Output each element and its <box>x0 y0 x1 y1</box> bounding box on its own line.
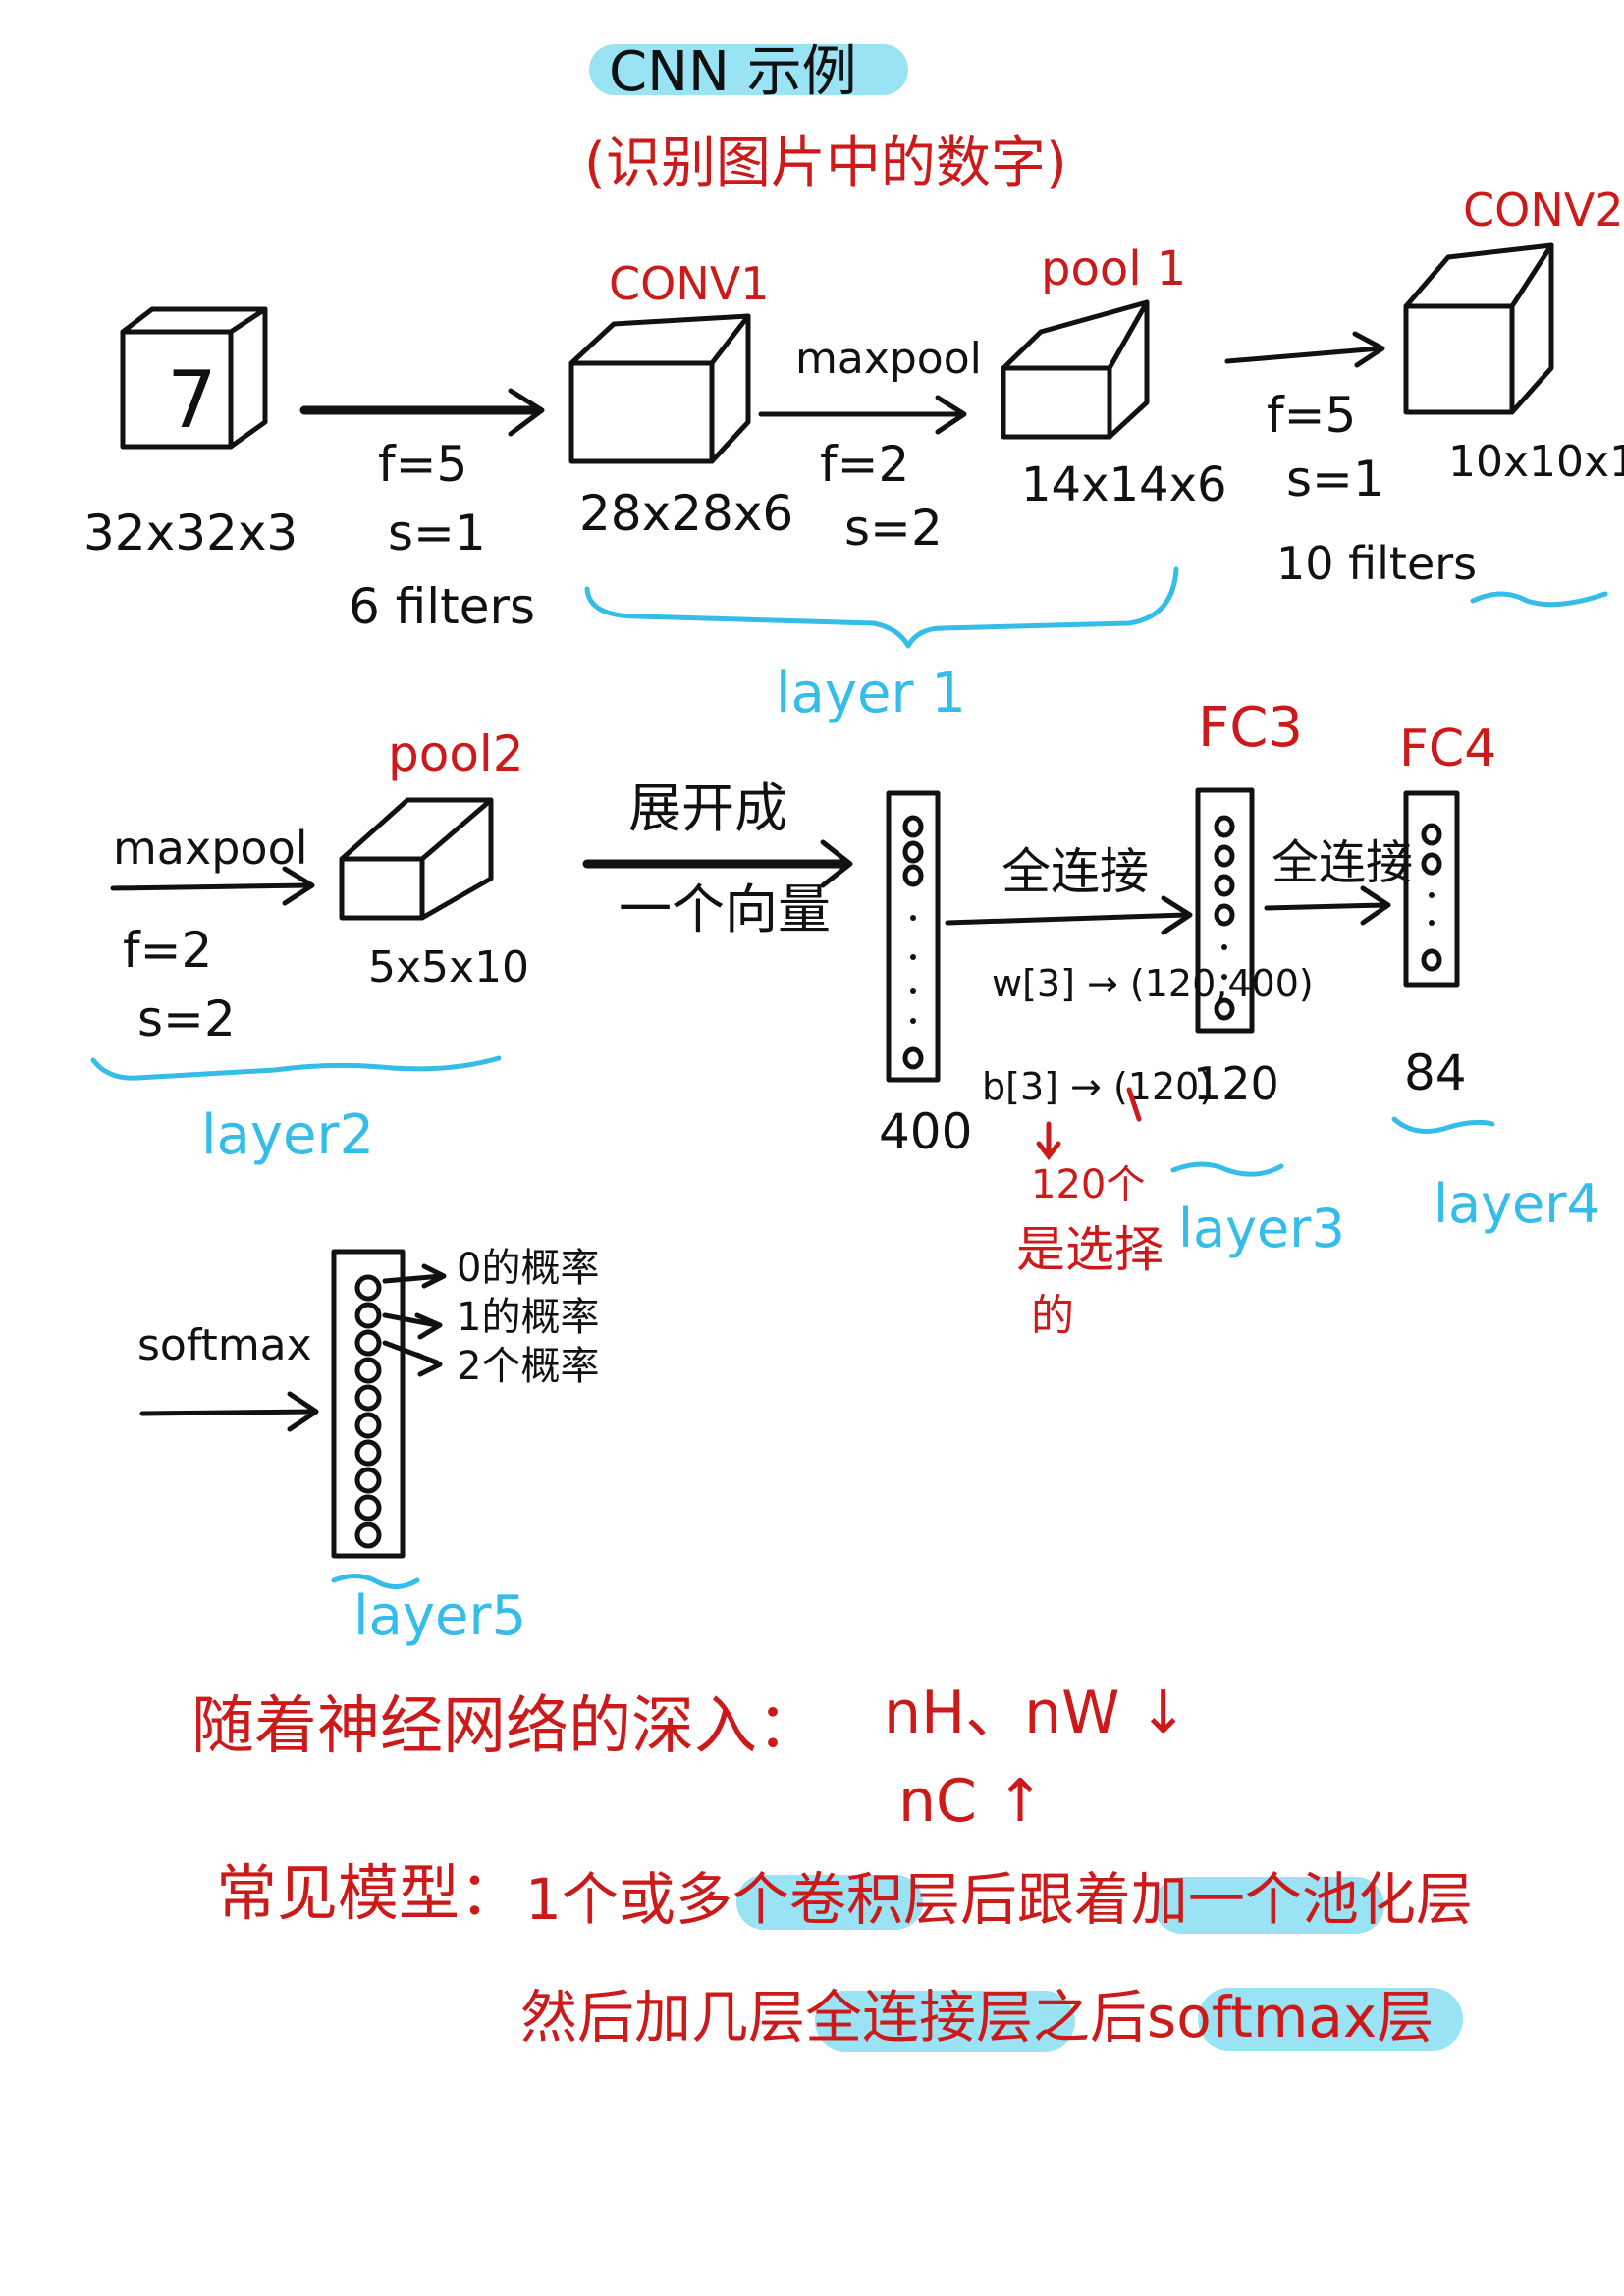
conv2-hyper-filters: 10 filters <box>1276 537 1477 590</box>
fc3-count: 120 <box>1193 1057 1279 1110</box>
pool2-size: 5x5x10 <box>368 942 529 992</box>
softmax-column <box>331 1249 406 1559</box>
layer5-squiggle <box>331 1574 420 1589</box>
flatten-line2: 一个向量 <box>619 879 831 940</box>
conv2-label: CONV2 <box>1463 184 1623 237</box>
pool2-label: pool2 <box>388 725 524 782</box>
input-size: 32x32x3 <box>83 505 298 561</box>
pool1-label: pool 1 <box>1041 241 1186 296</box>
pool1-hyper-f: f=2 <box>820 436 909 493</box>
conv1-hyper-s: s=1 <box>388 505 486 561</box>
pool2-hyper-s: s=2 <box>137 990 236 1047</box>
conv2-squiggle <box>1470 591 1608 608</box>
layer2-squiggle <box>90 1055 502 1081</box>
hl-softmax <box>1198 1988 1463 2051</box>
note-pattern-label: 常见模型： <box>216 1857 520 1929</box>
flatten-line1: 展开成 <box>628 777 787 839</box>
conv2-cube <box>1403 242 1554 415</box>
fc3-w: w[3] → (120,400) <box>992 962 1314 1005</box>
layer3-squiggle <box>1170 1161 1284 1177</box>
vector-400-count: 400 <box>879 1103 972 1160</box>
layer1-label: layer 1 <box>776 662 966 725</box>
conv2-hyper-f: f=5 <box>1267 387 1356 444</box>
conv1-hyper-f: f=5 <box>378 436 467 493</box>
arrow-pool1-conv2 <box>1224 346 1382 364</box>
note-deep: 随着神经网络的深入： <box>191 1690 820 1763</box>
softmax-out-0: 0的概率 <box>457 1246 599 1291</box>
conv1-size: 28x28x6 <box>579 485 793 542</box>
arrow-softmax <box>139 1409 315 1416</box>
conv1-cube <box>568 313 751 464</box>
fc3-connect: 全连接 <box>1001 843 1149 900</box>
fc3-note-2: 是选择 <box>1016 1221 1164 1278</box>
layer4-label: layer4 <box>1434 1173 1600 1235</box>
pool2-cube <box>339 797 494 921</box>
fc3-note-1: 120个 <box>1031 1162 1145 1207</box>
title-main: CNN 示例 <box>609 40 857 104</box>
pool1-op: maxpool <box>795 334 982 384</box>
pool2-op: maxpool <box>113 822 308 875</box>
hl-pool <box>1154 1877 1384 1934</box>
fc3-label: FC3 <box>1198 696 1303 760</box>
input-cube <box>120 306 268 450</box>
fc4-connect: 全连接 <box>1272 835 1413 890</box>
fc4-label: FC4 <box>1399 720 1496 778</box>
pool1-size: 14x14x6 <box>1021 457 1227 512</box>
softmax-op: softmax <box>137 1320 312 1370</box>
fc3-column <box>1195 787 1255 1034</box>
pool2-hyper-f: f=2 <box>123 922 212 979</box>
softmax-out-1: 1的概率 <box>457 1295 599 1340</box>
title-sub: (识别图片中的数字) <box>584 132 1067 195</box>
conv2-size: 10x10x10 <box>1448 437 1624 487</box>
softmax-out-2: 2个概率 <box>457 1344 599 1389</box>
vector-400 <box>886 790 941 1083</box>
hl-conv <box>736 1875 923 1930</box>
note-nhnw: nH、nW ↓ <box>884 1679 1188 1747</box>
note-pattern-line2: 然后加几层全连接层之后softmax层 <box>520 1984 1434 2051</box>
layer3-label: layer3 <box>1178 1198 1345 1259</box>
fc3-note-3: 的 <box>1031 1291 1074 1341</box>
arrow-fc3-fc4 <box>1264 902 1387 911</box>
title-highlight <box>589 44 908 95</box>
conv1-label: CONV1 <box>609 257 769 310</box>
layer2-label: layer2 <box>201 1103 374 1167</box>
input-digit: 7 <box>167 354 217 446</box>
fc4-column <box>1403 790 1460 988</box>
hl-fc <box>815 1991 1075 2052</box>
layer5-label: layer5 <box>353 1584 526 1648</box>
conv1-hyper-filters: 6 filters <box>349 578 535 635</box>
note-nc: nC ↑ <box>898 1767 1045 1836</box>
note-pattern-line1: 1个或多个卷积层后跟着加一个池化层 <box>525 1866 1473 1933</box>
arrow-400-fc3 <box>945 912 1189 926</box>
layer4-squiggle <box>1391 1116 1495 1134</box>
pool1-cube <box>1001 299 1150 440</box>
pool1-hyper-s: s=2 <box>844 500 943 557</box>
fc3-b: b[3] → (120) <box>982 1065 1214 1108</box>
fc4-count: 84 <box>1404 1044 1467 1101</box>
layer1-brace <box>584 566 1179 649</box>
arrow-to-pool2 <box>110 882 312 891</box>
conv2-hyper-s: s=1 <box>1286 451 1384 507</box>
